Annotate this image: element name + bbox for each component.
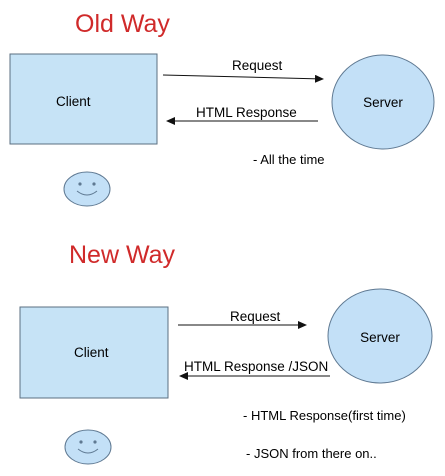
new-server-label: Server	[360, 330, 400, 345]
old-note: - All the time	[253, 152, 325, 167]
new-smiley-face-icon	[64, 429, 112, 465]
old-way-section: Old Way Client Server Request HTML Respo…	[9, 10, 435, 207]
old-request-label: Request	[232, 58, 283, 73]
old-client-box: Client	[9, 53, 158, 145]
old-response-label: HTML Response	[196, 105, 297, 120]
new-way-title: New Way	[69, 241, 176, 269]
new-server-ellipse: Server	[327, 288, 433, 384]
old-server-label: Server	[363, 95, 403, 110]
old-smiley-face-icon	[63, 171, 111, 207]
new-note-second: - JSON from there on..	[246, 446, 377, 461]
new-client-label: Client	[74, 345, 109, 360]
old-client-label: Client	[56, 94, 91, 109]
new-request-arrow: Request	[178, 309, 307, 329]
new-client-box: Client	[19, 306, 169, 399]
new-way-section: New Way Client Server Request HTML Respo…	[19, 241, 433, 465]
new-request-label: Request	[230, 309, 281, 324]
old-server-ellipse: Server	[331, 54, 435, 150]
old-way-title: Old Way	[75, 10, 170, 38]
old-request-arrow: Request	[162, 58, 324, 83]
new-response-arrow: HTML Response /JSON	[179, 359, 330, 380]
old-response-arrow: HTML Response	[166, 105, 318, 125]
new-response-label: HTML Response /JSON	[184, 359, 328, 374]
new-note-first: - HTML Response(first time)	[243, 408, 406, 423]
